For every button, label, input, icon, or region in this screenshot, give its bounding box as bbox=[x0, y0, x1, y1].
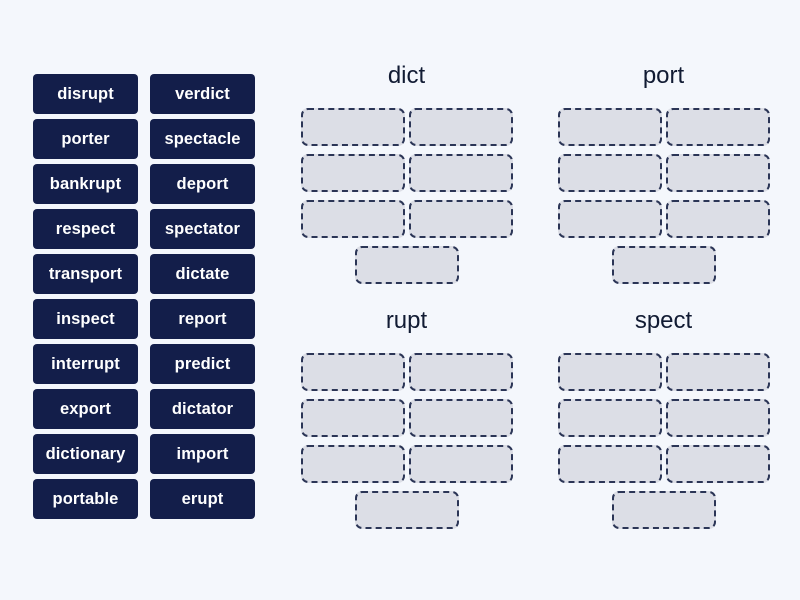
word-tile[interactable]: inspect bbox=[33, 299, 138, 339]
drop-slot[interactable] bbox=[665, 353, 770, 391]
drop-slot[interactable] bbox=[611, 246, 716, 284]
drop-zone-groups: dict port rupt bbox=[280, 62, 790, 542]
word-tile[interactable]: spectacle bbox=[150, 119, 255, 159]
drop-slot[interactable] bbox=[665, 154, 770, 192]
drop-slot[interactable] bbox=[665, 108, 770, 146]
slot-extra-row bbox=[537, 491, 790, 529]
drop-slot[interactable] bbox=[300, 108, 405, 146]
word-tile[interactable]: verdict bbox=[150, 74, 255, 114]
drop-slot[interactable] bbox=[300, 154, 405, 192]
drop-slot[interactable] bbox=[611, 491, 716, 529]
drop-slot[interactable] bbox=[354, 491, 459, 529]
drop-slot[interactable] bbox=[408, 200, 513, 238]
word-tile[interactable]: interrupt bbox=[33, 344, 138, 384]
word-tile[interactable]: transport bbox=[33, 254, 138, 294]
slot-grid bbox=[537, 353, 790, 483]
drop-slot[interactable] bbox=[408, 445, 513, 483]
word-tile[interactable]: dictator bbox=[150, 389, 255, 429]
drop-slot[interactable] bbox=[557, 353, 662, 391]
word-tile[interactable]: predict bbox=[150, 344, 255, 384]
drop-slot[interactable] bbox=[408, 399, 513, 437]
group-title: spect bbox=[634, 307, 693, 334]
drop-slot[interactable] bbox=[557, 154, 662, 192]
drop-slot[interactable] bbox=[408, 154, 513, 192]
drop-slot[interactable] bbox=[300, 445, 405, 483]
group-spect: spect bbox=[537, 307, 790, 551]
word-tile[interactable]: disrupt bbox=[33, 74, 138, 114]
drop-slot[interactable] bbox=[665, 200, 770, 238]
group-dict: dict bbox=[280, 62, 533, 306]
word-tile[interactable]: porter bbox=[33, 119, 138, 159]
group-rupt: rupt bbox=[280, 307, 533, 551]
word-tile[interactable]: bankrupt bbox=[33, 164, 138, 204]
word-bank: disrupt verdict porter spectacle bankrup… bbox=[33, 74, 255, 519]
word-tile[interactable]: portable bbox=[33, 479, 138, 519]
word-tile[interactable]: export bbox=[33, 389, 138, 429]
slot-extra-row bbox=[280, 246, 533, 284]
drop-slot[interactable] bbox=[557, 200, 662, 238]
drop-slot[interactable] bbox=[408, 108, 513, 146]
slot-extra-row bbox=[537, 246, 790, 284]
group-title: port bbox=[642, 62, 685, 89]
drop-slot[interactable] bbox=[557, 399, 662, 437]
drop-slot[interactable] bbox=[408, 353, 513, 391]
word-tile[interactable]: spectator bbox=[150, 209, 255, 249]
word-tile[interactable]: dictionary bbox=[33, 434, 138, 474]
drop-slot[interactable] bbox=[300, 353, 405, 391]
slot-grid bbox=[280, 108, 533, 238]
drop-slot[interactable] bbox=[300, 399, 405, 437]
word-tile[interactable]: deport bbox=[150, 164, 255, 204]
slot-grid bbox=[280, 353, 533, 483]
word-tile[interactable]: import bbox=[150, 434, 255, 474]
drop-slot[interactable] bbox=[300, 200, 405, 238]
word-tile[interactable]: dictate bbox=[150, 254, 255, 294]
drop-slot[interactable] bbox=[665, 399, 770, 437]
slot-extra-row bbox=[280, 491, 533, 529]
group-port: port bbox=[537, 62, 790, 306]
word-tile[interactable]: report bbox=[150, 299, 255, 339]
slot-grid bbox=[537, 108, 790, 238]
drop-slot[interactable] bbox=[354, 246, 459, 284]
word-tile[interactable]: respect bbox=[33, 209, 138, 249]
drop-slot[interactable] bbox=[665, 445, 770, 483]
drop-slot[interactable] bbox=[557, 445, 662, 483]
drop-slot[interactable] bbox=[557, 108, 662, 146]
group-title: rupt bbox=[385, 307, 428, 334]
group-title: dict bbox=[387, 62, 426, 89]
word-tile[interactable]: erupt bbox=[150, 479, 255, 519]
